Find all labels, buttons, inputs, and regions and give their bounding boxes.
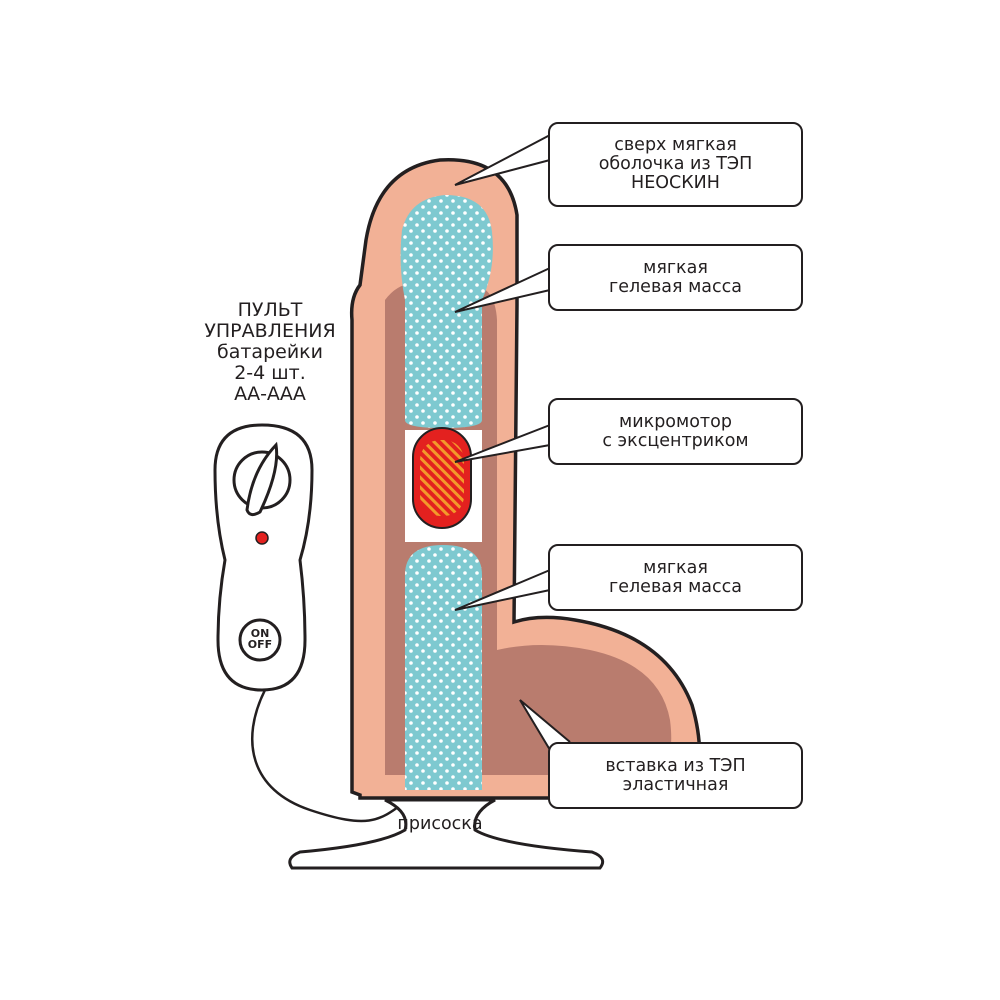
callout-gel-upper: мягкая гелевая масса	[548, 244, 803, 311]
callout-gel-lower: мягкая гелевая масса	[548, 544, 803, 611]
dial-knob	[245, 441, 279, 517]
remote-cable	[251, 689, 406, 823]
suction-cup	[288, 798, 605, 870]
remote-label: ПУЛЬТ УПРАВЛЕНИЯ батарейки 2-4 шт. АА-АА…	[204, 299, 336, 405]
gel-upper	[400, 195, 493, 428]
callout-outer-shell: сверх мягкая оболочка из ТЭП НЕОСКИН	[548, 122, 803, 207]
on-off-button	[238, 618, 282, 662]
on-off-label: ON OFF	[247, 627, 273, 651]
suction-cup-label: присоска	[397, 814, 483, 834]
led-indicator	[255, 531, 269, 545]
callout-pointers	[454, 134, 571, 751]
micromotor	[412, 427, 472, 529]
gel-lower	[405, 545, 482, 790]
callout-insert: вставка из ТЭП эластичная	[548, 742, 803, 809]
remote-control[interactable]	[213, 423, 314, 692]
callout-micromotor: микромотор с эксцентриком	[548, 398, 803, 465]
